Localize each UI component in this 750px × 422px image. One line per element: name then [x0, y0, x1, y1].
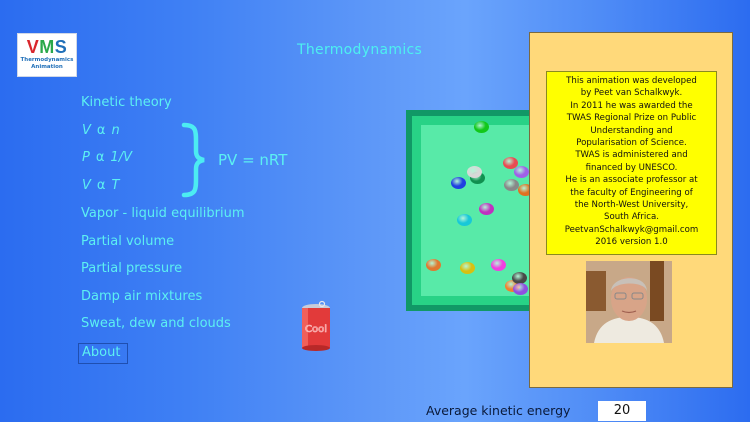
menu-item-kinetic-theory[interactable]: Kinetic theory: [81, 95, 172, 110]
gas-molecule: [517, 184, 533, 196]
menu-item-sweat-dew-clouds[interactable]: Sweat, dew and clouds: [81, 316, 231, 331]
about-panel: This animation was developed by Peet van…: [529, 32, 733, 388]
about-button[interactable]: About: [78, 343, 128, 364]
about-line: He is an associate professor at: [565, 175, 698, 186]
formula-left: V: [82, 123, 91, 138]
gas-molecule: [513, 166, 529, 178]
about-text: This animation was developed by Peet van…: [546, 71, 717, 255]
gas-molecule: [456, 214, 472, 226]
about-line: TWAS Regional Prize on Public: [566, 113, 697, 124]
formula-left: V: [82, 178, 91, 193]
logo-subtitle-2: Animation: [31, 64, 63, 70]
about-line: the faculty of Engineering of: [570, 187, 693, 198]
page-title: Thermodynamics: [297, 42, 423, 58]
about-line: by Peet van Schalkwyk.: [580, 88, 683, 99]
gas-molecule: [511, 272, 527, 284]
gas-molecule: [459, 262, 475, 274]
about-version: 2016 version 1.0: [595, 237, 668, 248]
logo-letter-v: V: [26, 37, 40, 57]
author-photo: [586, 261, 672, 343]
gas-molecule: [425, 259, 441, 271]
proportional-symbol: α: [95, 150, 105, 165]
gas-molecule: [473, 121, 489, 133]
menu-item-partial-volume[interactable]: Partial volume: [81, 234, 175, 249]
menu-item-damp-air-mixtures[interactable]: Damp air mixtures: [81, 289, 203, 304]
formula-left: P: [82, 150, 90, 165]
proportional-symbol: α: [96, 123, 106, 138]
about-email[interactable]: PeetvanSchalkwyk@gmail.com: [564, 224, 699, 235]
formula-right: n: [111, 123, 120, 138]
about-line: TWAS is administered and: [575, 150, 688, 161]
ideal-gas-law: PV = nRT: [218, 151, 288, 169]
svg-text:Cool: Cool: [305, 324, 327, 335]
gas-molecule: [490, 259, 506, 271]
average-kinetic-energy-value: 20: [598, 401, 646, 421]
proportional-symbol: α: [96, 178, 106, 193]
about-line: Understanding and: [590, 125, 673, 136]
formula-right: T: [111, 178, 120, 193]
logo-subtitle-1: Thermodynamics: [20, 57, 74, 63]
gas-molecule: [503, 179, 519, 191]
about-line: the North-West University,: [574, 200, 689, 211]
gas-molecule: [450, 177, 466, 189]
about-line: This animation was developed: [566, 76, 697, 86]
about-line: Popularisation of Science.: [576, 138, 687, 149]
gas-molecule: [502, 157, 518, 169]
gas-molecule: [512, 283, 528, 295]
average-kinetic-energy-label: Average kinetic energy: [426, 403, 571, 418]
gas-molecule: [478, 203, 494, 215]
container-floor: [421, 125, 532, 296]
menu-item-partial-pressure[interactable]: Partial pressure: [81, 261, 183, 276]
gas-molecule: [466, 166, 482, 178]
formula-right: 1/V: [110, 150, 132, 165]
logo-letters: VMS: [18, 37, 76, 57]
about-line: South Africa.: [604, 212, 659, 223]
curly-brace-icon: [181, 122, 205, 198]
about-line: In 2011 he was awarded the: [570, 100, 693, 111]
about-line: financed by UNESCO.: [585, 162, 678, 173]
logo-letter-s: S: [54, 37, 68, 57]
menu-item-vapor-liquid-equilibrium[interactable]: Vapor - liquid equilibrium: [81, 206, 245, 221]
logo-letter-m: M: [39, 37, 55, 57]
cool-can-icon[interactable]: Cool: [298, 300, 334, 352]
vms-logo: VMS Thermodynamics Animation: [17, 33, 77, 77]
